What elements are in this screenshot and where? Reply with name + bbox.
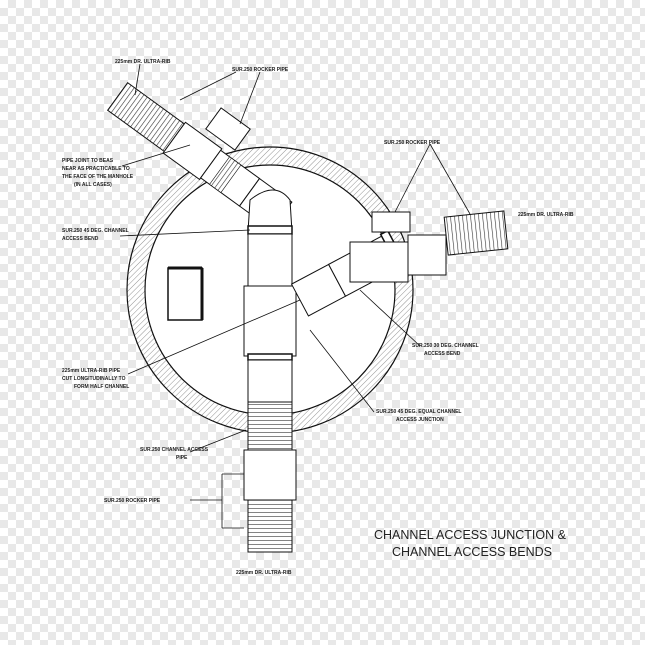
label-access-pipe-2: PIPE bbox=[176, 455, 188, 461]
label-junction-2: ACCESS JUNCTION bbox=[396, 417, 444, 423]
label-joint-1: PIPE JOINT TO BEAS bbox=[62, 158, 114, 164]
label-right-bend-2: ACCESS BEND bbox=[424, 351, 461, 357]
label-left-bend-1: SUR.250 45 DEG. CHANNEL bbox=[62, 228, 129, 234]
main-channel bbox=[243, 233, 297, 553]
label-access-pipe-1: SUR.250 CHANNEL ACCESS bbox=[140, 447, 209, 453]
label-left-bend-2: ACCESS BEND bbox=[62, 236, 99, 242]
label-bottom-pipe: 225mm DR. ULTRA-RIB bbox=[236, 570, 292, 576]
right-30-bend bbox=[349, 210, 509, 283]
label-right-bend-1: SUR.250 30 DEG. CHANNEL bbox=[412, 343, 479, 349]
label-joint-3: THE FACE OF THE MANHOLE bbox=[62, 174, 134, 180]
drawing-title: CHANNEL ACCESS JUNCTION & CHANNEL ACCESS… bbox=[374, 528, 567, 559]
label-top-pipe: 225mm DR. ULTRA-RIB bbox=[115, 59, 171, 65]
label-right-pipe: 225mm DR. ULTRA-RIB bbox=[518, 212, 574, 218]
step-iron-box bbox=[167, 266, 204, 321]
drawing-labels: 225mm DR. ULTRA-RIB SUR.250 ROCKER PIPE … bbox=[62, 59, 574, 576]
label-cut-2: CUT LONGITUDINALLY TO bbox=[62, 376, 126, 382]
label-right-rocker: SUR.250 ROCKER PIPE bbox=[384, 140, 441, 146]
top-rocker-box bbox=[205, 107, 251, 151]
title-line-1: CHANNEL ACCESS JUNCTION & bbox=[374, 528, 567, 542]
label-joint-2: NEAR AS PRACTICABLE TO bbox=[62, 166, 130, 172]
leader-lines bbox=[119, 63, 471, 529]
left-45-bend bbox=[247, 189, 293, 235]
label-junction-1: SUR.250 45 DEG. EQUAL CHANNEL bbox=[376, 409, 461, 415]
label-cut-1: 225mm ULTRA-RIB PIPE bbox=[62, 368, 121, 374]
label-bottom-rocker: SUR.250 ROCKER PIPE bbox=[104, 498, 161, 504]
label-cut-3: FORM HALF CHANNEL bbox=[74, 384, 129, 390]
label-top-rocker: SUR.250 ROCKER PIPE bbox=[232, 67, 289, 73]
label-joint-4: (IN ALL CASES) bbox=[74, 182, 112, 188]
title-line-2: CHANNEL ACCESS BENDS bbox=[392, 545, 552, 559]
